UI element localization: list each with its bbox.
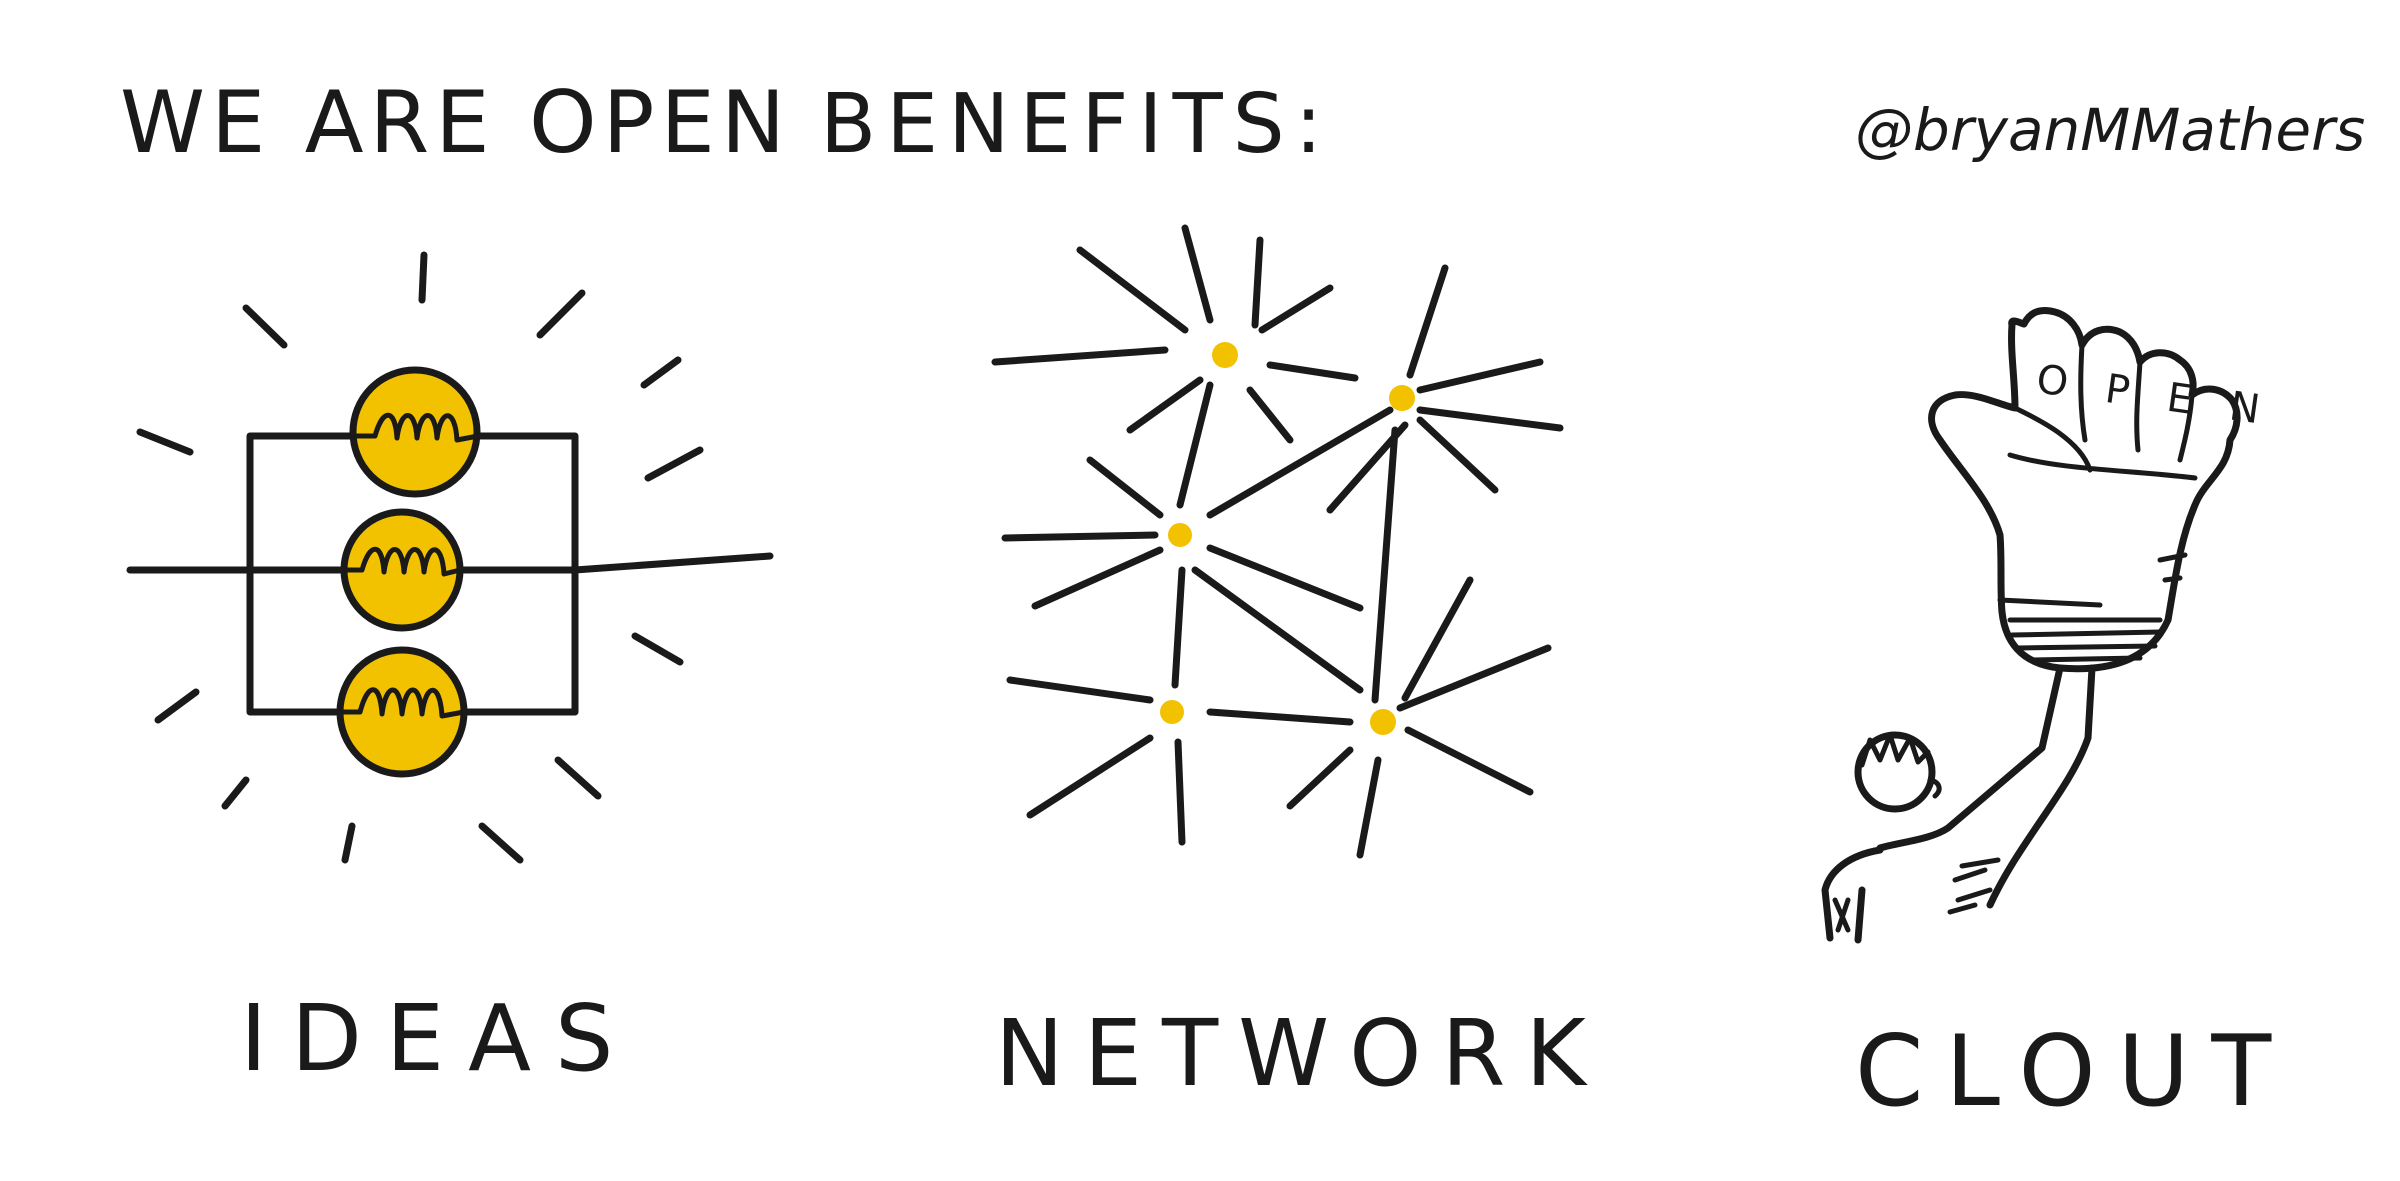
circuit-wires bbox=[126, 432, 774, 716]
network-node bbox=[1212, 342, 1238, 368]
network-node bbox=[1168, 523, 1192, 547]
fist-open-text: OPEN bbox=[2034, 356, 2301, 438]
ideas-illustration bbox=[126, 251, 774, 864]
raised-arm bbox=[1876, 664, 2096, 909]
clout-illustration: OPEN bbox=[1821, 307, 2301, 944]
network-node bbox=[1160, 700, 1184, 724]
network-illustration bbox=[991, 224, 1564, 859]
artist-signature: @bryanMMathers bbox=[1855, 96, 2365, 164]
clout-label: CLOUT bbox=[1855, 1015, 2293, 1129]
network-node bbox=[1370, 709, 1396, 735]
lightbulb-icon bbox=[349, 366, 481, 498]
person-figure bbox=[1821, 731, 1942, 944]
lightbulb-icon bbox=[336, 646, 468, 778]
header-subtitle: BENEFITS: bbox=[820, 77, 1332, 172]
network-lines bbox=[991, 224, 1564, 859]
lightbulb-icon bbox=[340, 508, 464, 632]
fist-icon: OPEN bbox=[1928, 307, 2301, 673]
glow-rays bbox=[136, 251, 704, 864]
header-title: WE ARE OPEN bbox=[120, 73, 791, 173]
network-node bbox=[1389, 385, 1415, 411]
network-label: NETWORK bbox=[995, 1000, 1606, 1107]
ideas-label: IDEAS bbox=[240, 985, 637, 1092]
